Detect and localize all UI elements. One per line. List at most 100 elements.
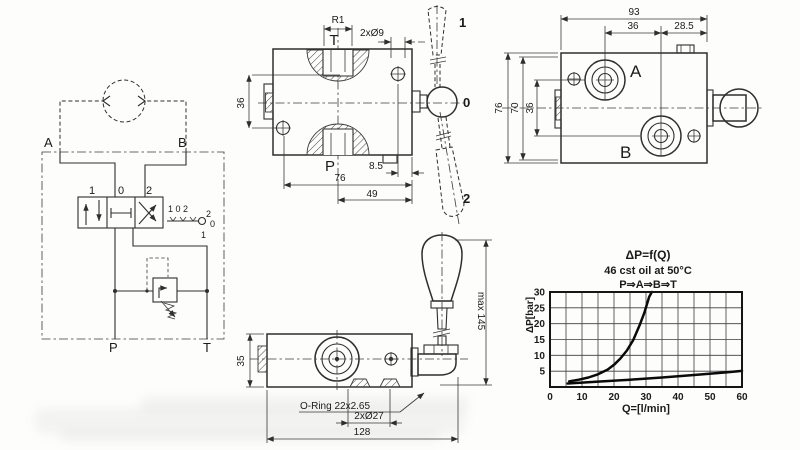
x-axis-tick-labels: 0 10 20 30 40 50 60	[547, 392, 748, 403]
y-tick-label: 30	[534, 288, 546, 299]
mounting-hole	[275, 120, 291, 136]
lever-pos-2-label: 2	[206, 209, 211, 219]
lever-0-label: 0	[463, 95, 470, 110]
y-tick-label: 5	[539, 367, 545, 378]
x-tick-label: 60	[736, 392, 748, 403]
y-tick-label: 10	[534, 351, 546, 362]
valve-pos-0: 0	[118, 185, 124, 197]
lever-axis-2	[439, 111, 460, 225]
lever-symbol	[167, 216, 207, 226]
x-tick-label: 30	[640, 392, 652, 403]
port-b-label: B	[178, 135, 187, 150]
chart-subtitle: 46 cst oil at 50°C	[604, 265, 692, 277]
dim-128: 128	[354, 427, 371, 438]
x-tick-label: 20	[608, 392, 620, 403]
dim-36-top: 36	[627, 21, 639, 32]
dim-2xd9: 2xØ9	[360, 28, 384, 39]
front-view: 35 max 145 O-Ring 22x2.65 2xØ27 128	[236, 232, 492, 443]
lever-elbow	[417, 353, 457, 376]
chart-curves	[566, 290, 744, 385]
dim-76: 76	[494, 102, 505, 114]
dim-r1: R1	[332, 15, 345, 26]
lever-knob	[426, 86, 458, 118]
lever-collar	[419, 94, 428, 109]
flow-arrowheads	[102, 95, 146, 107]
x-tick-label: 50	[704, 392, 716, 403]
x-tick-label: 40	[672, 392, 684, 403]
x-tick-label: 10	[576, 392, 588, 403]
dim-93: 93	[628, 7, 640, 18]
y-axis-tick-labels: 5 10 15 20 25 30	[534, 288, 546, 378]
oring-label: O-Ring 22x2.65	[300, 401, 370, 412]
left-port-hatch	[265, 92, 274, 113]
x-tick-label: 0	[547, 392, 553, 403]
data-curve	[567, 290, 654, 383]
port-b-circles	[640, 115, 682, 157]
dim-36: 36	[236, 97, 247, 109]
mounting-hole	[390, 66, 406, 82]
valve-boundary-box	[41, 151, 225, 340]
side-view: 93 36 28.5 76 70 36 A B	[494, 7, 763, 164]
top-view: 1 0 2 R1 T 2xØ	[236, 5, 470, 225]
pipes	[59, 152, 208, 339]
lever-detent-label: 1 0 2	[168, 204, 188, 214]
x-axis-label: Q=[l/min]	[622, 403, 670, 415]
y-axis-label: ΔP[bar]	[525, 297, 536, 333]
hydraulic-circuit-schematic: A B 1 0 2 1 0 2 2 0	[41, 79, 225, 355]
lever-knob	[421, 234, 463, 302]
dim-max-145: max 145	[475, 292, 486, 331]
detent-tab	[382, 154, 398, 164]
port-p-label: P	[109, 340, 118, 355]
port-t-label: T	[203, 340, 211, 355]
port-a-label: A	[630, 62, 642, 81]
dimension-lines	[246, 25, 425, 204]
lever-1-label: 1	[459, 15, 466, 30]
lever-pos-0-label: 0	[210, 219, 215, 229]
dim-8-5: 8.5	[369, 161, 383, 172]
relief-valve-symbol	[113, 257, 209, 320]
dim-35: 35	[236, 355, 247, 367]
pressure-drop-chart: ΔP=f(Q) 46 cst oil at 50°C P⇒A⇒B⇒T 0 10 20…	[525, 248, 748, 415]
dimension-lines	[246, 239, 492, 443]
watermark-smudge	[140, 396, 470, 412]
dim-76: 76	[334, 173, 346, 184]
dim-70: 70	[510, 102, 521, 114]
top-plug	[676, 44, 695, 54]
lever-position-1-outline	[427, 6, 447, 87]
mounting-hole	[687, 129, 701, 143]
left-port-hatch	[555, 96, 562, 121]
data-curve	[566, 369, 744, 385]
port-a-label: A	[44, 135, 53, 150]
spool-boss-circles	[314, 330, 360, 390]
lever-position-2-outline	[435, 116, 465, 217]
valve-pos-2: 2	[146, 185, 152, 197]
port-t-bore	[306, 49, 370, 82]
chart-title: ΔP=f(Q)	[626, 248, 671, 262]
y-tick-label: 20	[534, 319, 546, 330]
lever-nut	[423, 344, 459, 355]
port-t-label: T	[329, 32, 338, 49]
dim-36-left: 36	[525, 102, 536, 114]
lever-shaft	[411, 90, 421, 113]
valve-pos-1: 1	[89, 185, 95, 197]
port-p-label: P	[325, 158, 335, 175]
motor-lines	[59, 100, 187, 152]
lever-pos-1-label: 1	[201, 230, 206, 240]
dim-28-5: 28.5	[674, 21, 694, 32]
lever-assembly	[410, 232, 463, 377]
port-centerlines	[604, 26, 662, 156]
port-b-label: B	[620, 143, 631, 162]
port-p-bore	[306, 123, 370, 156]
lever-2-label: 2	[463, 191, 470, 206]
oring-grooves	[349, 378, 401, 388]
mounting-hole	[567, 72, 581, 86]
y-tick-label: 25	[534, 303, 546, 314]
dimension-lines	[504, 15, 708, 164]
y-tick-label: 15	[534, 335, 546, 346]
plot-border	[549, 291, 743, 388]
dim-49: 49	[366, 189, 378, 200]
chart-flow-path: P⇒A⇒B⇒T	[619, 279, 677, 291]
dim-2xd27: 2xØ27	[354, 411, 384, 422]
